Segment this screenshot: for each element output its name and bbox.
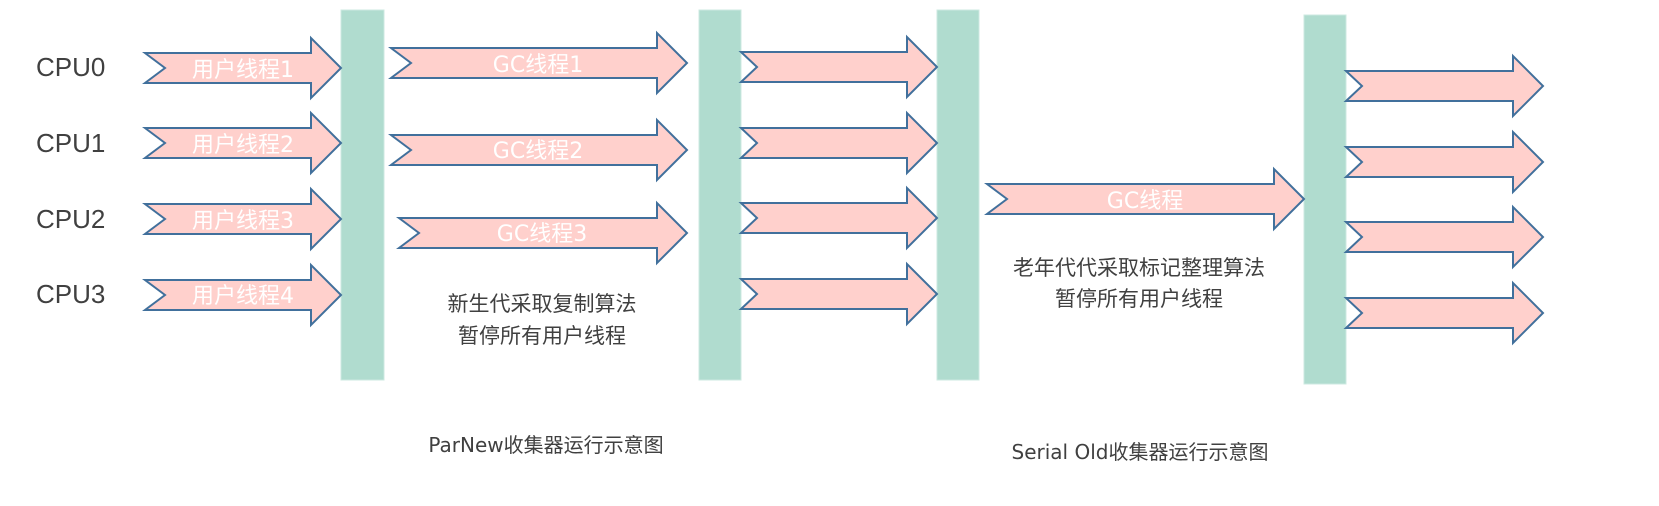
- parnew-caption: ParNew收集器运行示意图: [428, 433, 663, 457]
- cpu-label-3: CPU3: [36, 279, 105, 309]
- final-thread-arrow-3: [1343, 204, 1545, 270]
- final-thread-arrow-4: [1343, 280, 1545, 346]
- safepoint-barrier-1: [340, 9, 385, 381]
- gc-thread-label-2: GC线程2: [493, 139, 583, 164]
- serial-old-gc-arrow: [984, 166, 1306, 232]
- user-thread-arrow-2: [142, 110, 343, 176]
- safepoint-barrier-4: [1303, 14, 1347, 385]
- cpu-label-1: CPU1: [36, 128, 105, 158]
- user-thread-arrow-3: [142, 186, 343, 252]
- user-thread-label-4: 用户线程4: [192, 284, 294, 309]
- serial-old-note-line-1: 老年代代采取标记整理算法: [1013, 256, 1265, 280]
- gc-thread-arrow-2: [388, 117, 689, 183]
- gc-thread-arrow-1: [388, 30, 689, 96]
- serial-old-gc-thread-label: GC线程: [1107, 189, 1183, 214]
- parnew-gc-thread-arrows: [388, 30, 689, 266]
- safepoint-barrier-3: [936, 9, 980, 381]
- user-thread-label-2: 用户线程2: [192, 133, 294, 158]
- cpu-label-2: CPU2: [36, 204, 105, 234]
- gc-thread-label-3: GC线程3: [497, 222, 587, 247]
- serial-old-note-line-2: 暂停所有用户线程: [1055, 287, 1223, 311]
- serial-old-caption: Serial Old收集器运行示意图: [1012, 440, 1269, 464]
- resumed-thread-arrows: [738, 34, 939, 327]
- resumed-thread-arrow-2: [738, 110, 939, 176]
- gc-thread-arrow-3: [396, 200, 689, 266]
- resumed-thread-arrow-4: [738, 261, 939, 327]
- user-thread-arrows: [142, 35, 343, 328]
- user-thread-arrow-4: [142, 262, 343, 328]
- parnew-note-line-1: 新生代采取复制算法: [448, 292, 637, 316]
- serial-old-gc-thread-arrow: [984, 166, 1306, 232]
- final-thread-arrow-1: [1343, 53, 1545, 119]
- safepoint-barrier-2: [698, 9, 742, 381]
- parnew-note-line-2: 暂停所有用户线程: [458, 324, 626, 348]
- cpu-label-0: CPU0: [36, 52, 105, 82]
- user-thread-arrow-1: [142, 35, 343, 101]
- resumed-thread-arrow-3: [738, 185, 939, 251]
- resumed-thread-arrow-1: [738, 34, 939, 100]
- user-thread-label-1: 用户线程1: [192, 58, 294, 83]
- user-thread-label-3: 用户线程3: [192, 209, 294, 234]
- final-resumed-thread-arrows: [1343, 53, 1545, 346]
- gc-thread-label-1: GC线程1: [493, 53, 583, 78]
- final-thread-arrow-2: [1343, 129, 1545, 195]
